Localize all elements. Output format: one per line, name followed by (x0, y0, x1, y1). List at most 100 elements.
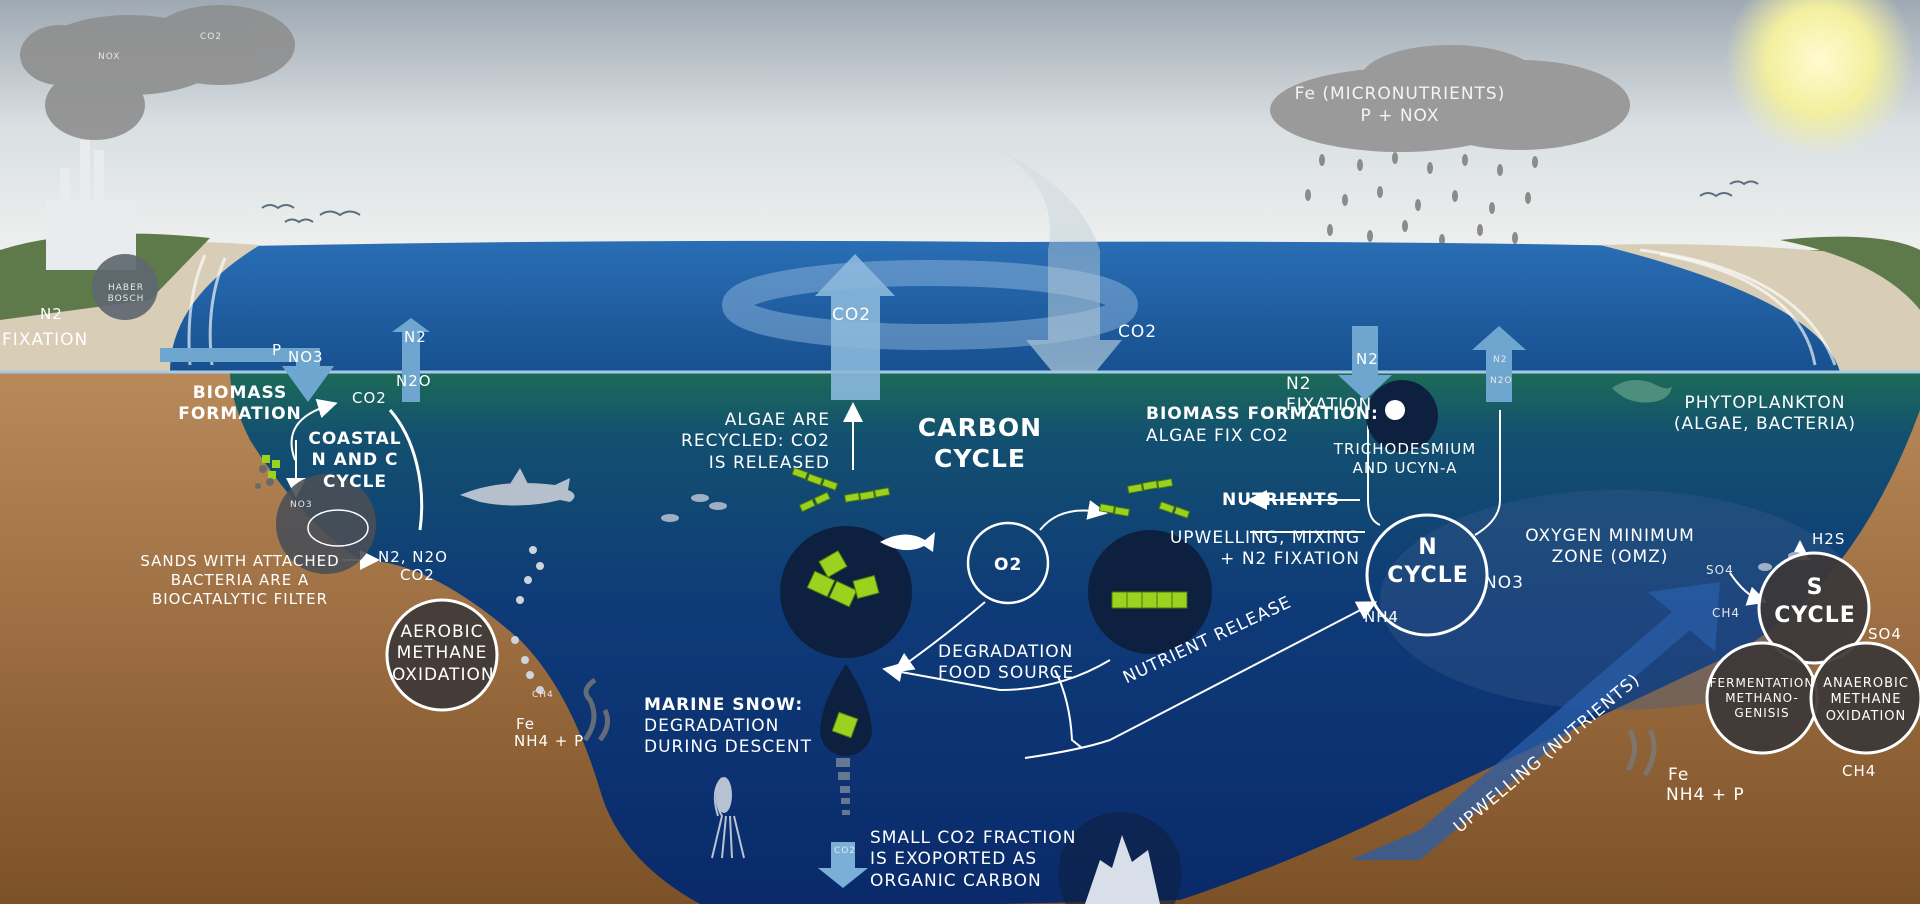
coastal-input-arrow (160, 348, 334, 402)
nutrient-release-arrow (1024, 601, 1378, 759)
algae-chains (791, 467, 1191, 519)
coastal-algae (262, 455, 280, 479)
factory-smoke (20, 5, 295, 140)
coastal-cycle-left-ring (290, 398, 338, 461)
coastal-no3-label: NO3 (288, 348, 324, 366)
n2-down-arrow (1338, 326, 1392, 400)
ch4-bottom-label: CH4 (1842, 762, 1877, 780)
n2-to-cycle-line (1367, 405, 1381, 526)
haber-bosch-label: HABER BOSCH (107, 283, 145, 305)
marine-snow-drop (820, 664, 872, 756)
n2-fix-n2: N2 (40, 305, 63, 323)
n2-right-label: N2 (1493, 355, 1508, 365)
coastal-co2-label: CO2 (352, 389, 387, 407)
biomass-formation-label: BIOMASS FORMATION: (1146, 404, 1379, 424)
export-arrow (818, 842, 868, 888)
o2-circle (966, 521, 1050, 605)
omz-label: OXYGEN MINIMUM ZONE (OMZ) (1525, 526, 1695, 568)
degradation-label: DEGRADATION FOOD SOURCE (938, 642, 1075, 684)
seep-wiggles (582, 677, 1657, 777)
so4-left-label: SO4 (1706, 563, 1734, 577)
co2-funnel (1000, 150, 1122, 398)
o2-down-arrow (893, 601, 986, 673)
coastal-sediment (255, 465, 274, 489)
algae-cluster (806, 550, 880, 608)
n2-fixation-label: FIXATION (2, 330, 89, 350)
co2-release-label: CO2 (832, 305, 872, 325)
algae-recycled-label: ALGAE ARE RECYCLED: CO2 IS RELEASED (681, 410, 830, 473)
smoke-co2-label: CO2 (200, 32, 223, 42)
o2-label: O2 (994, 555, 1023, 575)
sands-note: SANDS WITH ATTACHED BACTERIA ARE A BIOCA… (140, 552, 340, 608)
degradation-branch (1054, 669, 1083, 749)
n2-fixation-right-label: N2 FIXATION (1286, 374, 1373, 416)
coastal-n2-arrowhead (392, 318, 430, 332)
left-ch4-label: CH4 (532, 690, 554, 700)
coastal-p-label: P (272, 341, 283, 359)
marine-snow-title: MARINE SNOW: (644, 695, 804, 715)
trichodesmium-label: TRICHODESMIUM AND UCYN-A (1333, 440, 1477, 477)
co2-b-label: CO2 (400, 566, 435, 584)
nutrients-label: NUTRIENTS (1222, 490, 1340, 510)
ch4-top-label: CH4 (1712, 606, 1741, 620)
smoke-nox-label: NOX (98, 52, 121, 62)
ocean-basin (230, 372, 1920, 904)
hydrothermal-vent (1085, 835, 1160, 904)
co2-funnel-label: CO2 (1118, 322, 1158, 342)
algae-fixation-chain (1111, 591, 1188, 609)
export-text: SMALL CO2 FRACTION IS EXOPORTED AS ORGAN… (870, 828, 1077, 891)
coastal-cycle-ring (388, 409, 424, 531)
upwelling-arrow (1350, 582, 1720, 860)
anaerobic-label: ANAEROBIC METHANE OXIDATION (1823, 676, 1909, 724)
n-nh4-label: NH4 (1364, 608, 1400, 626)
o2-to-algae-arrow (1039, 500, 1108, 531)
s-cycle-in-arrow (1729, 572, 1768, 606)
shark-icon (460, 468, 575, 506)
n2-n2o-label: N2, N2O (378, 548, 448, 566)
trichodesmium-icon (1385, 400, 1405, 420)
upwelling-mixing-label: UPWELLING, MIXING + N2 FIXATION (1169, 528, 1360, 570)
coastal-n2-arrow (402, 330, 420, 402)
coastal-n2-label: N2 (404, 328, 427, 346)
cloud-line2: P + NOX (1360, 106, 1440, 126)
right-beach (1600, 244, 1920, 372)
squid-head (716, 777, 732, 813)
cycle-to-n2o-line (1474, 410, 1501, 536)
marine-snow-fall (836, 758, 850, 815)
cloud-line1: Fe (MICRONUTRIENTS) (1294, 84, 1506, 104)
co2-release-arrow (815, 254, 895, 400)
birds (261, 180, 1759, 224)
sun-icon (1725, 0, 1915, 155)
coastal-n2o-label: N2O (396, 372, 432, 390)
left-nh4p-label: NH4 + P (514, 732, 585, 750)
so4-right-label: SO4 (1868, 625, 1902, 643)
coastal-biomass-label: BIOMASS FORMATION (178, 383, 302, 425)
coastal-cycle-title: COASTAL N AND C CYCLE (308, 429, 402, 492)
sand-no3-label: NO3 (290, 500, 313, 510)
left-fe-label: Fe (516, 715, 536, 733)
algae-o2-arrow (882, 659, 1111, 692)
methane-bubbles (511, 546, 544, 694)
sea-surface (0, 240, 1920, 372)
s-cycle-title: S CYCLE (1774, 575, 1856, 628)
right-fe-label: Fe (1668, 765, 1690, 785)
export-co2-label: CO2 (834, 846, 857, 856)
anaerobic-circle (1809, 641, 1920, 755)
aerobic-circle (385, 598, 499, 712)
n2-arrow-label: N2 (1356, 350, 1379, 368)
haber-bosch-circle (92, 254, 158, 320)
n-no3-label: NO3 (1484, 573, 1524, 593)
n2o-right-label: N2O (1490, 376, 1513, 386)
nutrient-cloud (1270, 45, 1630, 152)
marine-snow-particles (831, 711, 859, 739)
phytoplankton-label: PHYTOPLANKTON (ALGAE, BACTERIA) (1673, 393, 1857, 435)
aerobic-label: AEROBIC METHANE OXIDATION (392, 622, 495, 685)
turtle-icon (1612, 379, 1672, 403)
sand-filter-circle (276, 474, 376, 574)
fish-icon (880, 532, 935, 552)
h2s-label: H2S (1812, 530, 1846, 548)
marine-snow-text: DEGRADATION DURING DESCENT (644, 716, 812, 758)
algae-fix-label: ALGAE FIX CO2 (1146, 426, 1289, 446)
right-nh4p-label: NH4 + P (1666, 785, 1745, 805)
right-hills (1780, 236, 1920, 310)
